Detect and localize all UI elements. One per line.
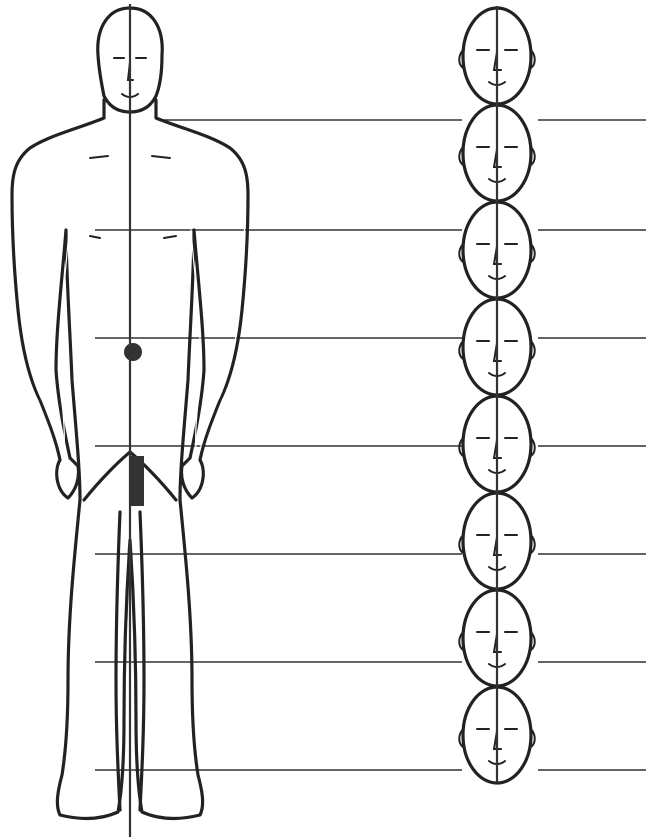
figure-collarbone-left	[90, 156, 108, 158]
figure-navel	[124, 343, 142, 361]
figure-nipple-left	[90, 236, 100, 238]
figure-groin	[130, 456, 144, 506]
figure-nipple-right	[164, 236, 176, 238]
proportion-guide-lines	[95, 120, 646, 770]
figure-collarbone-right	[152, 156, 170, 158]
